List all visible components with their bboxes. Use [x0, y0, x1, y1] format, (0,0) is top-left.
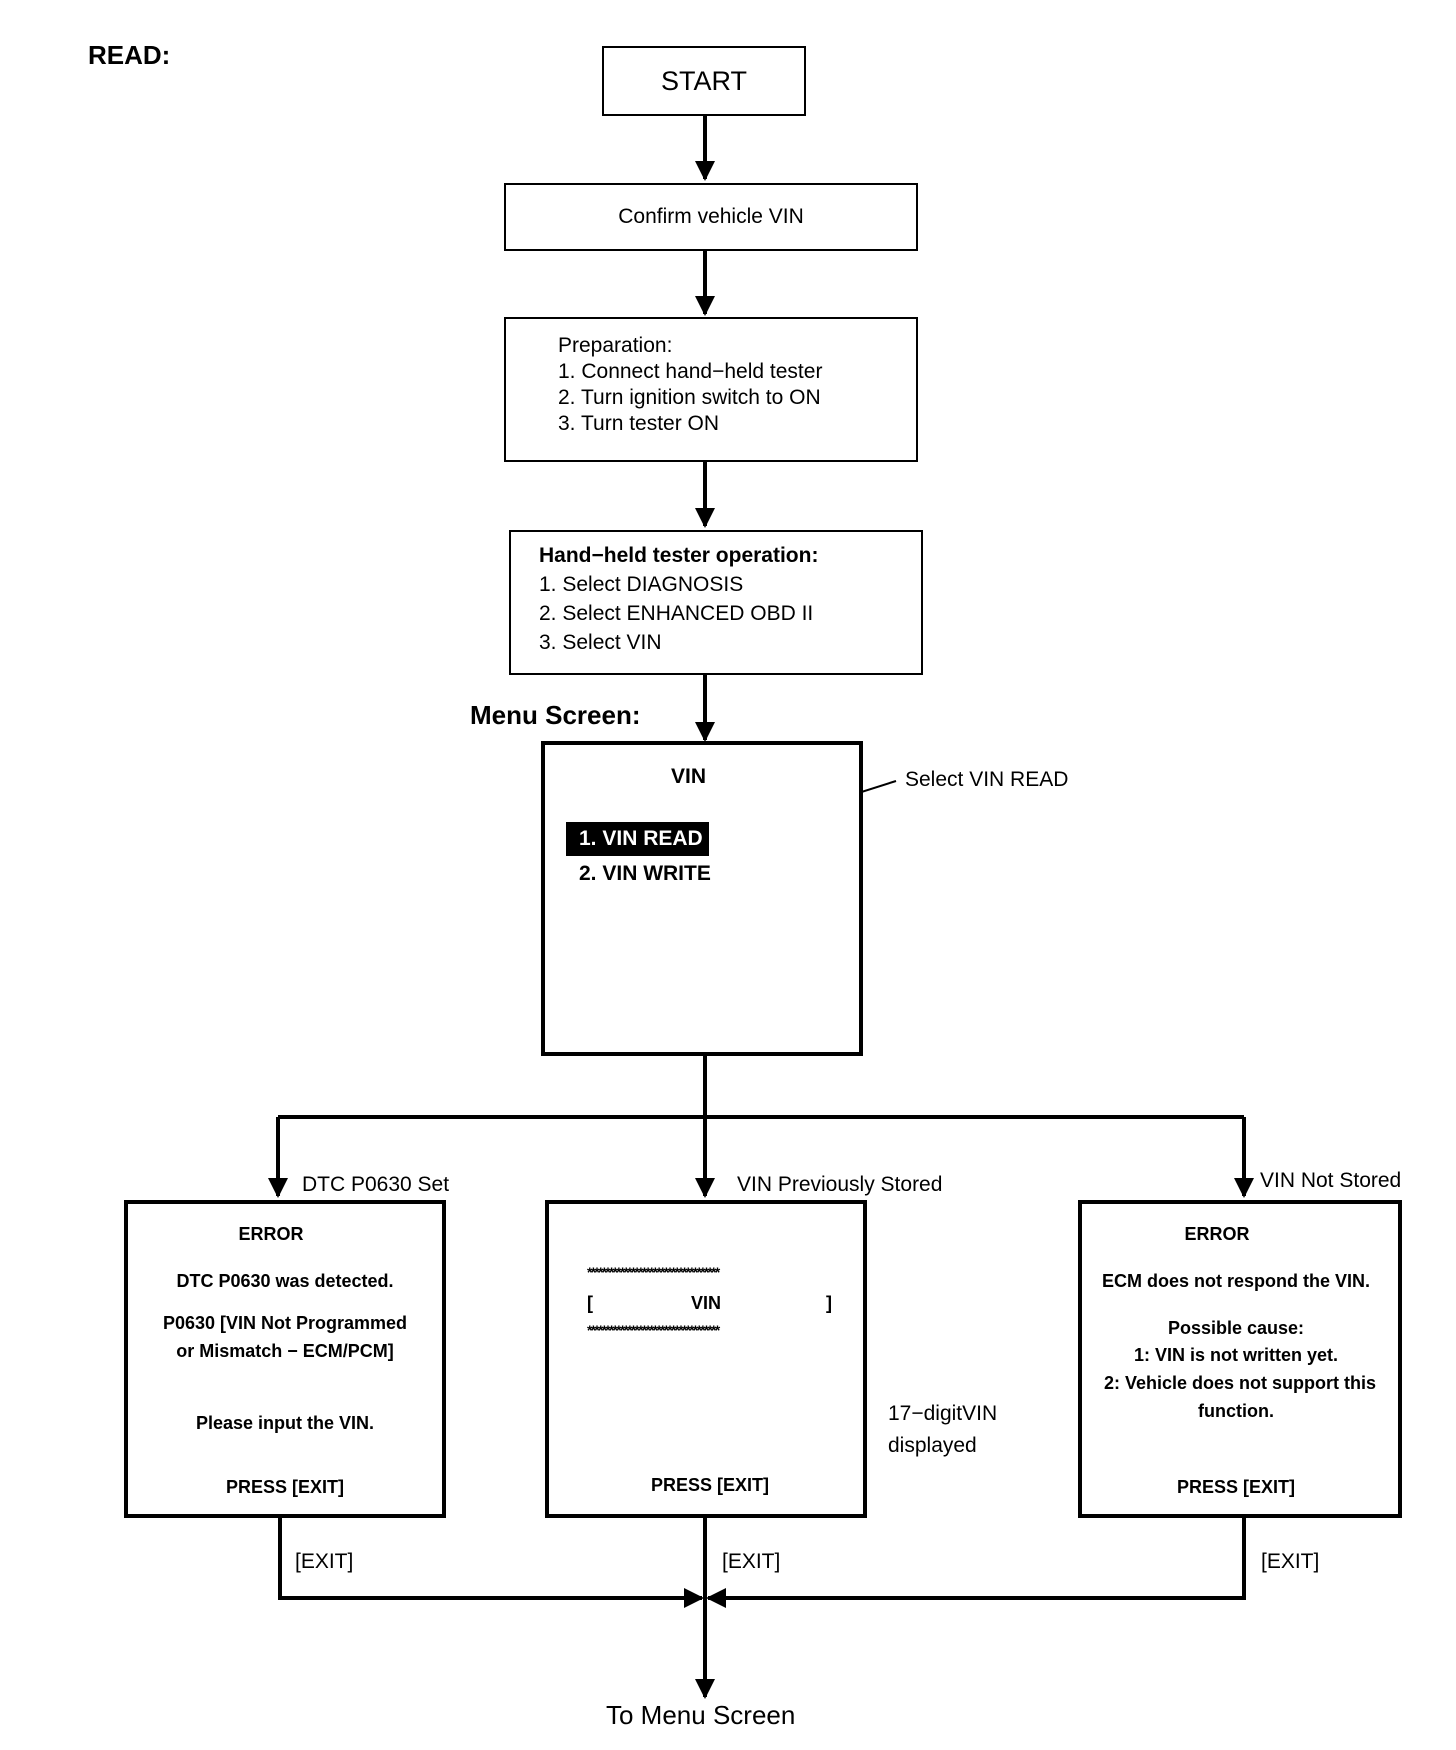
error-ecm-line: function.: [1198, 1401, 1274, 1421]
vin-stored-press-exit[interactable]: PRESS [EXIT]: [650, 1475, 770, 1495]
branch-label-dtc: DTC P0630 Set: [302, 1173, 450, 1196]
exit-label-center: [EXIT]: [722, 1550, 781, 1573]
error-ecm-line: Possible cause:: [1167, 1318, 1305, 1338]
menu-screen-label: Menu Screen:: [470, 700, 641, 730]
branch-label-stored: VIN Previously Stored: [737, 1173, 943, 1196]
select-vin-read-callout: Select VIN READ: [905, 768, 1069, 791]
tester-operation-step: 3. Select VIN: [539, 631, 662, 654]
preparation-step: 2. Turn ignition switch to ON: [558, 386, 821, 409]
tester-operation-step: 2. Select ENHANCED OBD II: [539, 602, 814, 625]
vin-display-callout-line: 17−digitVIN: [888, 1402, 998, 1425]
branch-label-not-stored: VIN Not Stored: [1260, 1169, 1402, 1192]
error-dtc-line: DTC P0630 was detected.: [176, 1271, 394, 1291]
vin-display-callout: 17−digitVIN displayed: [888, 1398, 997, 1462]
preparation-box: Preparation: 1. Connect hand−held tester…: [504, 317, 918, 462]
error-dtc-line: or Mismatch − ECM/PCM]: [176, 1341, 394, 1361]
exit-label-left: [EXIT]: [295, 1550, 354, 1573]
vin-stars-top: ************************************: [587, 1264, 720, 1280]
confirm-vin-label: Confirm vehicle VIN: [618, 205, 804, 228]
error-ecm-line: 1: VIN is not written yet.: [1133, 1345, 1339, 1365]
preparation-step: 1. Connect hand−held tester: [558, 360, 823, 383]
menu-item-vin-write[interactable]: 2. VIN WRITE: [579, 862, 711, 885]
error-ecm-line: 2: Vehicle does not support this: [1103, 1373, 1377, 1393]
preparation-title: Preparation:: [558, 334, 673, 357]
error-dtc-line: Please input the VIN.: [195, 1413, 375, 1433]
menu-screen: VIN 1. VIN READ 2. VIN WRITE: [541, 741, 863, 1056]
menu-item-vin-read[interactable]: 1. VIN READ: [566, 822, 709, 856]
start-terminal: START: [602, 46, 806, 116]
error-dtc-press-exit[interactable]: PRESS [EXIT]: [225, 1477, 345, 1497]
confirm-vin-box: Confirm vehicle VIN: [504, 183, 918, 251]
error-ecm-title: ERROR: [1184, 1224, 1250, 1244]
vin-value: VIN: [691, 1293, 722, 1313]
tester-operation-step: 1. Select DIAGNOSIS: [539, 573, 744, 596]
tester-operation-box: Hand−held tester operation: 1. Select DI…: [509, 530, 923, 675]
error-dtc-title: ERROR: [238, 1224, 304, 1244]
preparation-step: 3. Turn tester ON: [558, 412, 720, 435]
error-ecm-line: ECM does not respond the VIN.: [1101, 1271, 1370, 1291]
to-menu-screen-label: To Menu Screen: [606, 1700, 796, 1730]
start-label: START: [660, 66, 747, 96]
error-dtc-line: P0630 [VIN Not Programmed: [162, 1313, 408, 1333]
error-ecm-screen: ERROR ECM does not respond the VIN. Poss…: [1078, 1200, 1402, 1518]
vin-bracket-close: ]: [826, 1293, 832, 1313]
vin-stored-screen: ************************************ [ V…: [545, 1200, 867, 1518]
vin-bracket-open: [: [587, 1293, 593, 1313]
vin-stars-bottom: ************************************: [587, 1322, 720, 1338]
exit-label-right: [EXIT]: [1261, 1550, 1320, 1573]
exit-line-right: [706, 1518, 1246, 1608]
tester-operation-title: Hand−held tester operation:: [539, 544, 819, 567]
exit-line-left: [278, 1518, 704, 1608]
page-heading: READ:: [88, 40, 171, 70]
vin-display-callout-line: displayed: [888, 1434, 977, 1457]
menu-screen-title: VIN: [671, 765, 707, 788]
error-dtc-screen: ERROR DTC P0630 was detected. P0630 [VIN…: [124, 1200, 446, 1518]
error-ecm-press-exit[interactable]: PRESS [EXIT]: [1176, 1477, 1296, 1497]
